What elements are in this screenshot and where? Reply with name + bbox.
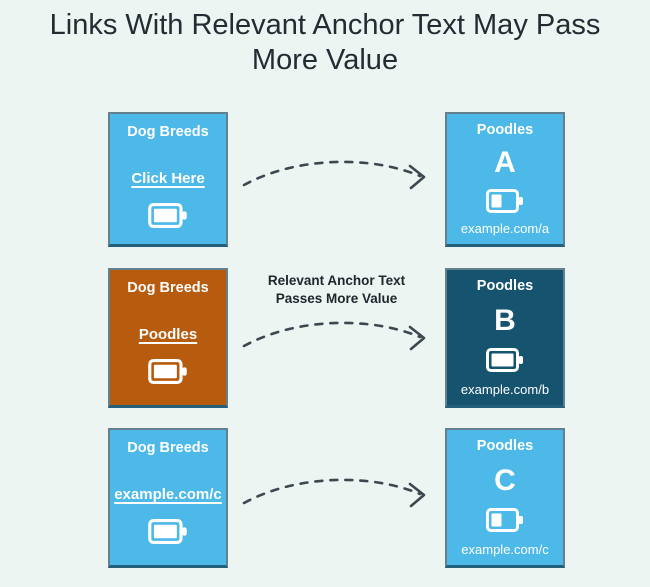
anchor-link-poodles[interactable]: Poodles bbox=[138, 326, 198, 343]
box-title: Poodles bbox=[476, 278, 534, 294]
page-letter: C bbox=[494, 464, 516, 497]
source-box-row3: Dog Breeds example.com/c bbox=[108, 428, 228, 568]
link-arrow-row1 bbox=[242, 160, 426, 190]
anchor-link-url[interactable]: example.com/c bbox=[114, 486, 222, 503]
battery-fill bbox=[491, 353, 514, 367]
page-title: Links With Relevant Anchor Text May Pass… bbox=[49, 9, 601, 77]
battery-fill bbox=[153, 208, 177, 223]
target-box-page-b: Poodles B example.com/b bbox=[445, 268, 565, 408]
box-title: Poodles bbox=[476, 438, 534, 454]
source-box-row2: Dog Breeds Poodles bbox=[108, 268, 228, 408]
box-title: Poodles bbox=[476, 122, 534, 138]
battery-fill bbox=[153, 524, 177, 539]
annotation-line2: Passes More Value bbox=[275, 291, 398, 307]
battery-icon bbox=[148, 203, 187, 228]
source-box-row1: Dog Breeds Click Here bbox=[108, 112, 228, 247]
link-arrow-row2 bbox=[242, 321, 426, 351]
battery-fill bbox=[491, 194, 502, 208]
target-box-page-c: Poodles C example.com/c bbox=[445, 428, 565, 568]
box-title: Dog Breeds bbox=[127, 280, 209, 296]
box-title: Dog Breeds bbox=[127, 440, 209, 456]
link-arrow-row3 bbox=[242, 478, 426, 508]
annotation-line1: Relevant Anchor Text bbox=[267, 273, 406, 288]
page-url: example.com/a bbox=[460, 220, 550, 236]
battery-icon bbox=[486, 508, 523, 532]
annotation-relevant-anchor: Relevant Anchor Text Passes More Value bbox=[228, 272, 445, 308]
battery-icon bbox=[148, 519, 187, 544]
box-title: Dog Breeds bbox=[127, 124, 209, 140]
battery-fill bbox=[491, 513, 502, 527]
page-url: example.com/b bbox=[460, 382, 550, 397]
target-box-page-a: Poodles A example.com/a bbox=[445, 112, 565, 247]
battery-icon bbox=[486, 348, 523, 372]
page-letter: A bbox=[494, 146, 516, 180]
anchor-link-click-here[interactable]: Click Here bbox=[131, 170, 205, 187]
battery-icon bbox=[148, 359, 187, 384]
page-letter: B bbox=[494, 304, 516, 337]
battery-icon bbox=[486, 188, 523, 213]
battery-fill bbox=[153, 364, 177, 379]
page-url: example.com/c bbox=[461, 542, 549, 557]
